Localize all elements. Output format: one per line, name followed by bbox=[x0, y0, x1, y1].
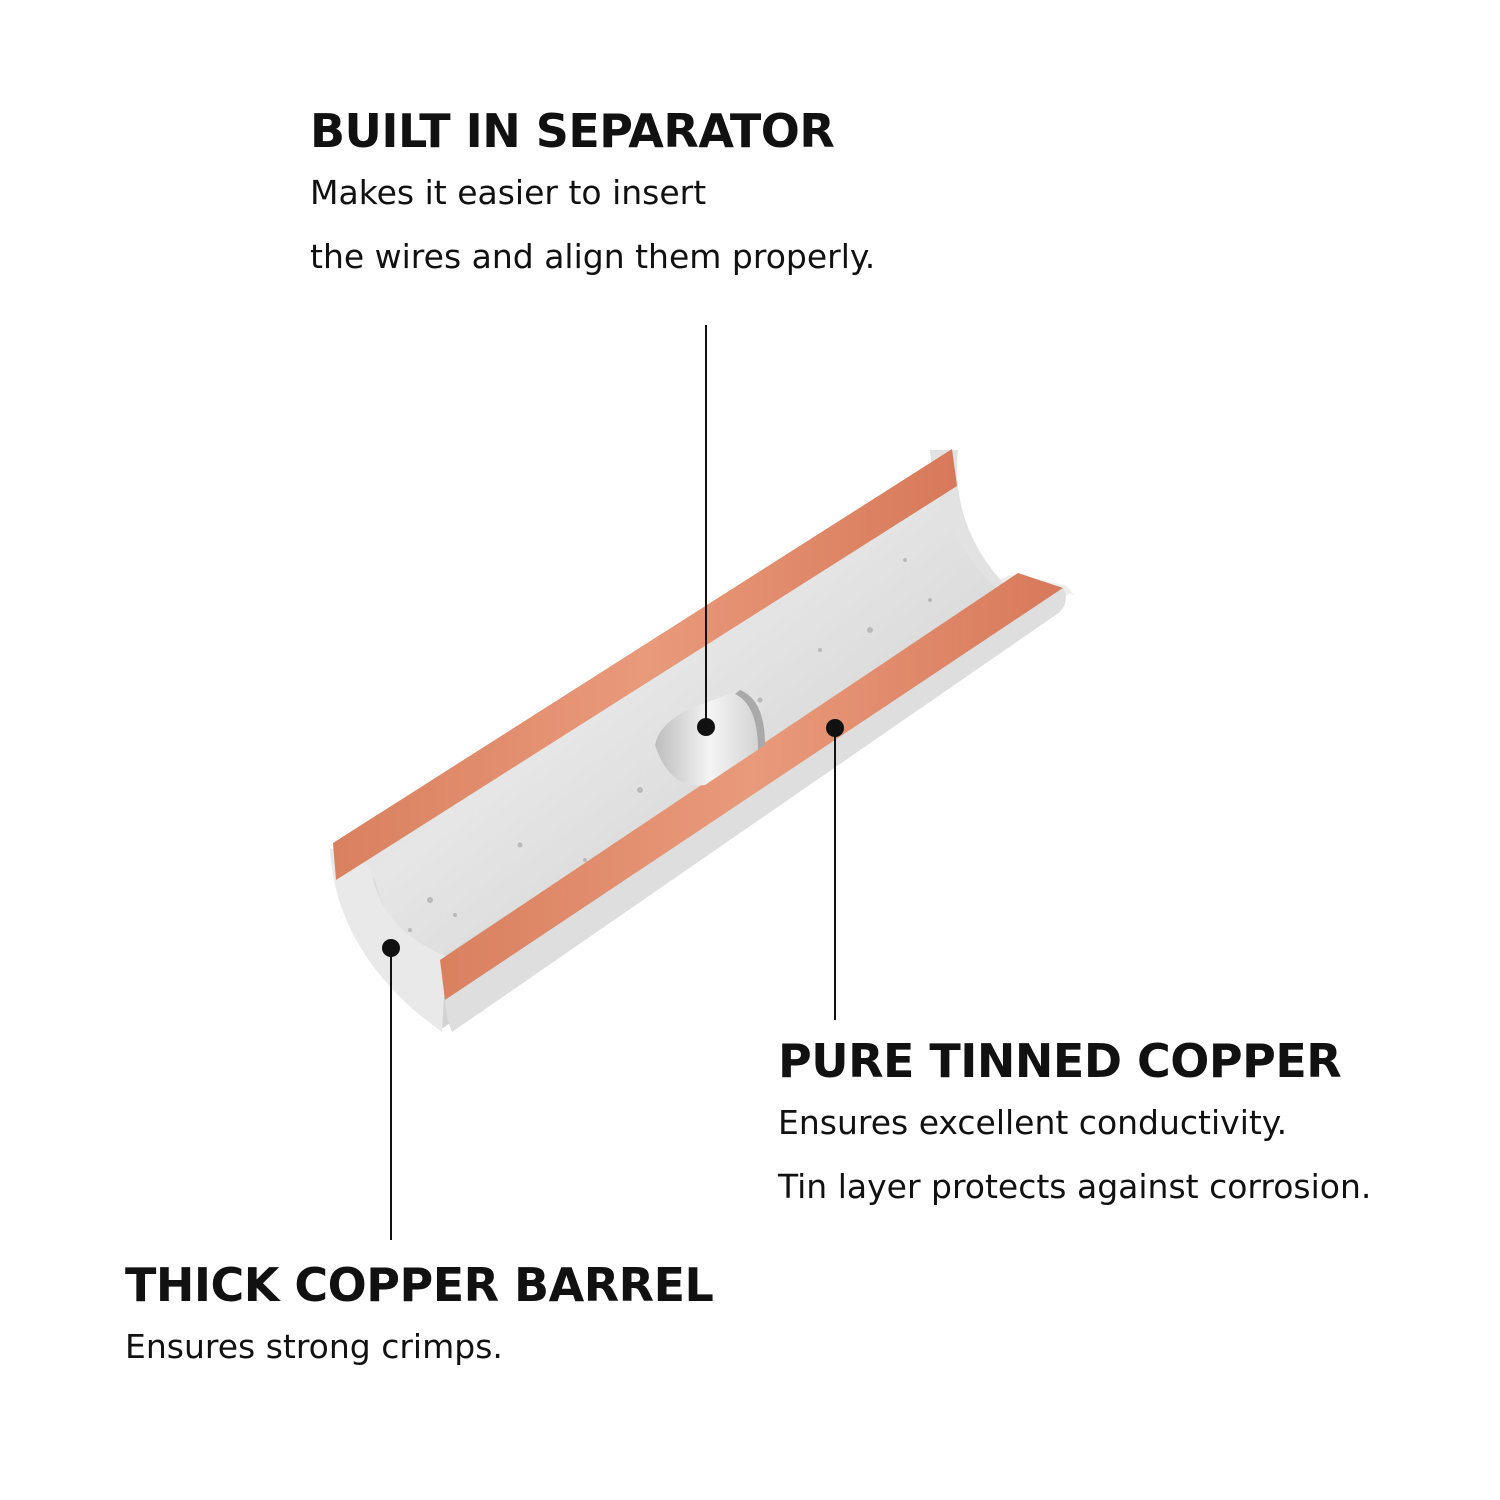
inner-channel bbox=[338, 452, 1005, 958]
outer-lip-front bbox=[445, 588, 1066, 1032]
callout-text: Makes it easier to insert bbox=[310, 173, 707, 213]
copper-strip-back bbox=[333, 449, 957, 880]
leader-dot-barrel bbox=[382, 939, 400, 957]
callout-built-in-separator: BUILT IN SEPARATOR Makes it easier to in… bbox=[310, 104, 875, 287]
callout-text: Tin layer protects against corrosion. bbox=[778, 1167, 1372, 1207]
tin-texture bbox=[408, 558, 932, 932]
callout-pure-tinned-copper: PURE TINNED COPPER Ensures excellent con… bbox=[778, 1034, 1371, 1217]
callout-title: THICK COPPER BARREL bbox=[125, 1258, 714, 1312]
copper-strip-front bbox=[440, 573, 1063, 1000]
separator-edge bbox=[735, 690, 765, 750]
leader-dot-copper bbox=[826, 719, 844, 737]
callout-text: Ensures strong crimps. bbox=[125, 1327, 503, 1367]
separator bbox=[655, 690, 765, 786]
callout-text: the wires and align them properly. bbox=[310, 237, 876, 277]
callout-thick-copper-barrel: THICK COPPER BARREL Ensures strong crimp… bbox=[125, 1258, 714, 1377]
callout-title: BUILT IN SEPARATOR bbox=[310, 104, 835, 158]
callout-text: Ensures excellent conductivity. bbox=[778, 1103, 1288, 1143]
callout-title: PURE TINNED COPPER bbox=[778, 1034, 1342, 1088]
leader-dot-separator bbox=[697, 718, 715, 736]
